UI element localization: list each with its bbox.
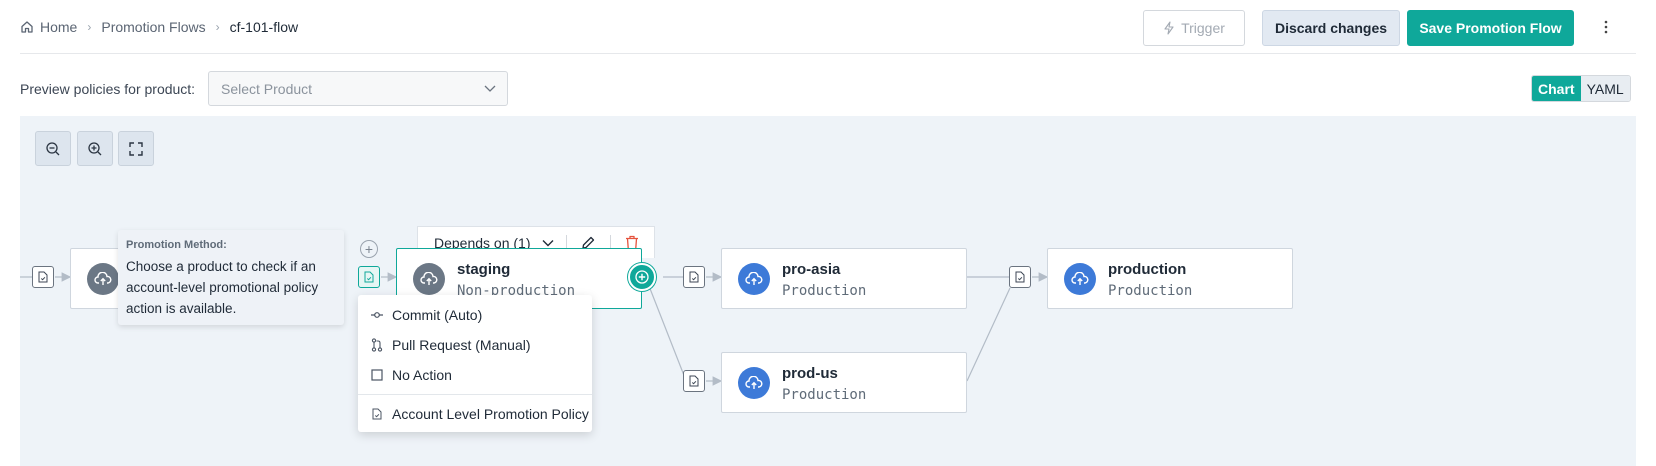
header: Home › Promotion Flows › cf-101-flow Tri… [0, 0, 1656, 54]
zoom-in-button[interactable] [77, 131, 113, 166]
cloud-upload-icon [87, 263, 119, 295]
promotion-method-tooltip: Promotion Method: Choose a product to ch… [118, 230, 344, 325]
file-policy-icon [370, 408, 384, 420]
fit-view-button[interactable] [118, 131, 154, 166]
save-promotion-flow-button[interactable]: Save Promotion Flow [1407, 10, 1574, 46]
breadcrumb-promotion-flows[interactable]: Promotion Flows [101, 19, 206, 35]
chevron-right-icon: › [87, 20, 92, 34]
chevron-down-icon [483, 81, 497, 95]
cloud-upload-icon [413, 263, 445, 295]
breadcrumb-current: cf-101-flow [229, 19, 299, 35]
menu-item-no-action[interactable]: No Action [358, 360, 592, 390]
fullscreen-icon [128, 141, 144, 157]
preview-policies-label: Preview policies for product: [20, 81, 196, 97]
node-subtitle: Production [1108, 283, 1193, 299]
node-title: staging [457, 261, 511, 278]
view-toggle: Chart YAML [1531, 75, 1631, 102]
breadcrumb: Home › Promotion Flows › cf-101-flow [20, 19, 298, 35]
divider [609, 234, 611, 251]
node-title: prod-us [782, 365, 838, 382]
promotion-method-icon[interactable] [683, 266, 705, 288]
zoom-out-icon [45, 141, 61, 157]
plus-icon [635, 270, 649, 284]
node-title: pro-asia [782, 261, 841, 278]
tooltip-body: Choose a product to check if an account-… [126, 259, 319, 316]
chevron-right-icon: › [215, 20, 220, 34]
menu-item-label: Account Level Promotion Policy [392, 406, 589, 422]
node-subtitle: Production [782, 283, 867, 299]
node-subtitle: Production [782, 387, 867, 403]
cloud-upload-icon [738, 263, 770, 295]
menu-item-pull-request[interactable]: Pull Request (Manual) [358, 330, 592, 360]
flow-canvas[interactable]: + Depends on (1) [20, 116, 1636, 466]
zoom-in-icon [87, 141, 103, 157]
depends-on-dropdown[interactable]: Depends on (1) [418, 235, 566, 251]
tooltip-title: Promotion Method: [126, 239, 227, 251]
yaml-view-tab[interactable]: YAML [1580, 76, 1630, 101]
promotion-method-icon[interactable] [683, 370, 705, 392]
add-dependency-icon[interactable]: + [360, 240, 378, 258]
trigger-button[interactable]: Trigger [1143, 10, 1245, 46]
flow-node-prod-us[interactable]: prod-us Production [721, 352, 967, 413]
node-title: production [1108, 261, 1187, 278]
menu-item-label: No Action [392, 367, 452, 383]
home-icon [20, 20, 34, 34]
divider [565, 234, 567, 251]
chevron-down-icon [541, 236, 555, 250]
chart-view-tab[interactable]: Chart [1532, 76, 1581, 101]
menu-item-label: Commit (Auto) [392, 307, 483, 323]
flow-edges [20, 272, 1049, 386]
cloud-upload-icon [738, 367, 770, 399]
square-icon [370, 369, 384, 381]
depends-on-label: Depends on (1) [434, 234, 531, 251]
promotion-method-menu: Commit (Auto) Pull Request (Manual) No A… [358, 295, 592, 432]
menu-item-label: Pull Request (Manual) [392, 337, 531, 353]
product-select-placeholder: Select Product [221, 80, 313, 97]
menu-item-account-policy[interactable]: Account Level Promotion Policy [358, 399, 592, 429]
breadcrumb-home-label: Home [40, 19, 78, 35]
breadcrumb-home[interactable]: Home [20, 19, 77, 35]
zoom-out-button[interactable] [35, 131, 71, 166]
trigger-label: Trigger [1181, 20, 1225, 36]
commit-icon [370, 310, 384, 320]
promotion-method-icon[interactable] [32, 266, 54, 288]
more-options-icon[interactable] [1596, 17, 1616, 37]
promotion-method-icon-active[interactable] [358, 266, 380, 288]
flow-node-pro-asia[interactable]: pro-asia Production [721, 248, 967, 309]
lightning-icon [1163, 21, 1175, 35]
pull-request-icon [370, 338, 384, 352]
product-select[interactable]: Select Product [208, 71, 508, 106]
cloud-upload-icon [1064, 263, 1096, 295]
promotion-method-icon[interactable] [1009, 266, 1031, 288]
header-divider [20, 53, 1636, 54]
menu-item-commit[interactable]: Commit (Auto) [358, 300, 592, 330]
add-node-button[interactable] [628, 263, 656, 291]
discard-changes-button[interactable]: Discard changes [1262, 10, 1400, 46]
menu-divider [358, 394, 592, 395]
flow-node-production[interactable]: production Production [1047, 248, 1293, 309]
